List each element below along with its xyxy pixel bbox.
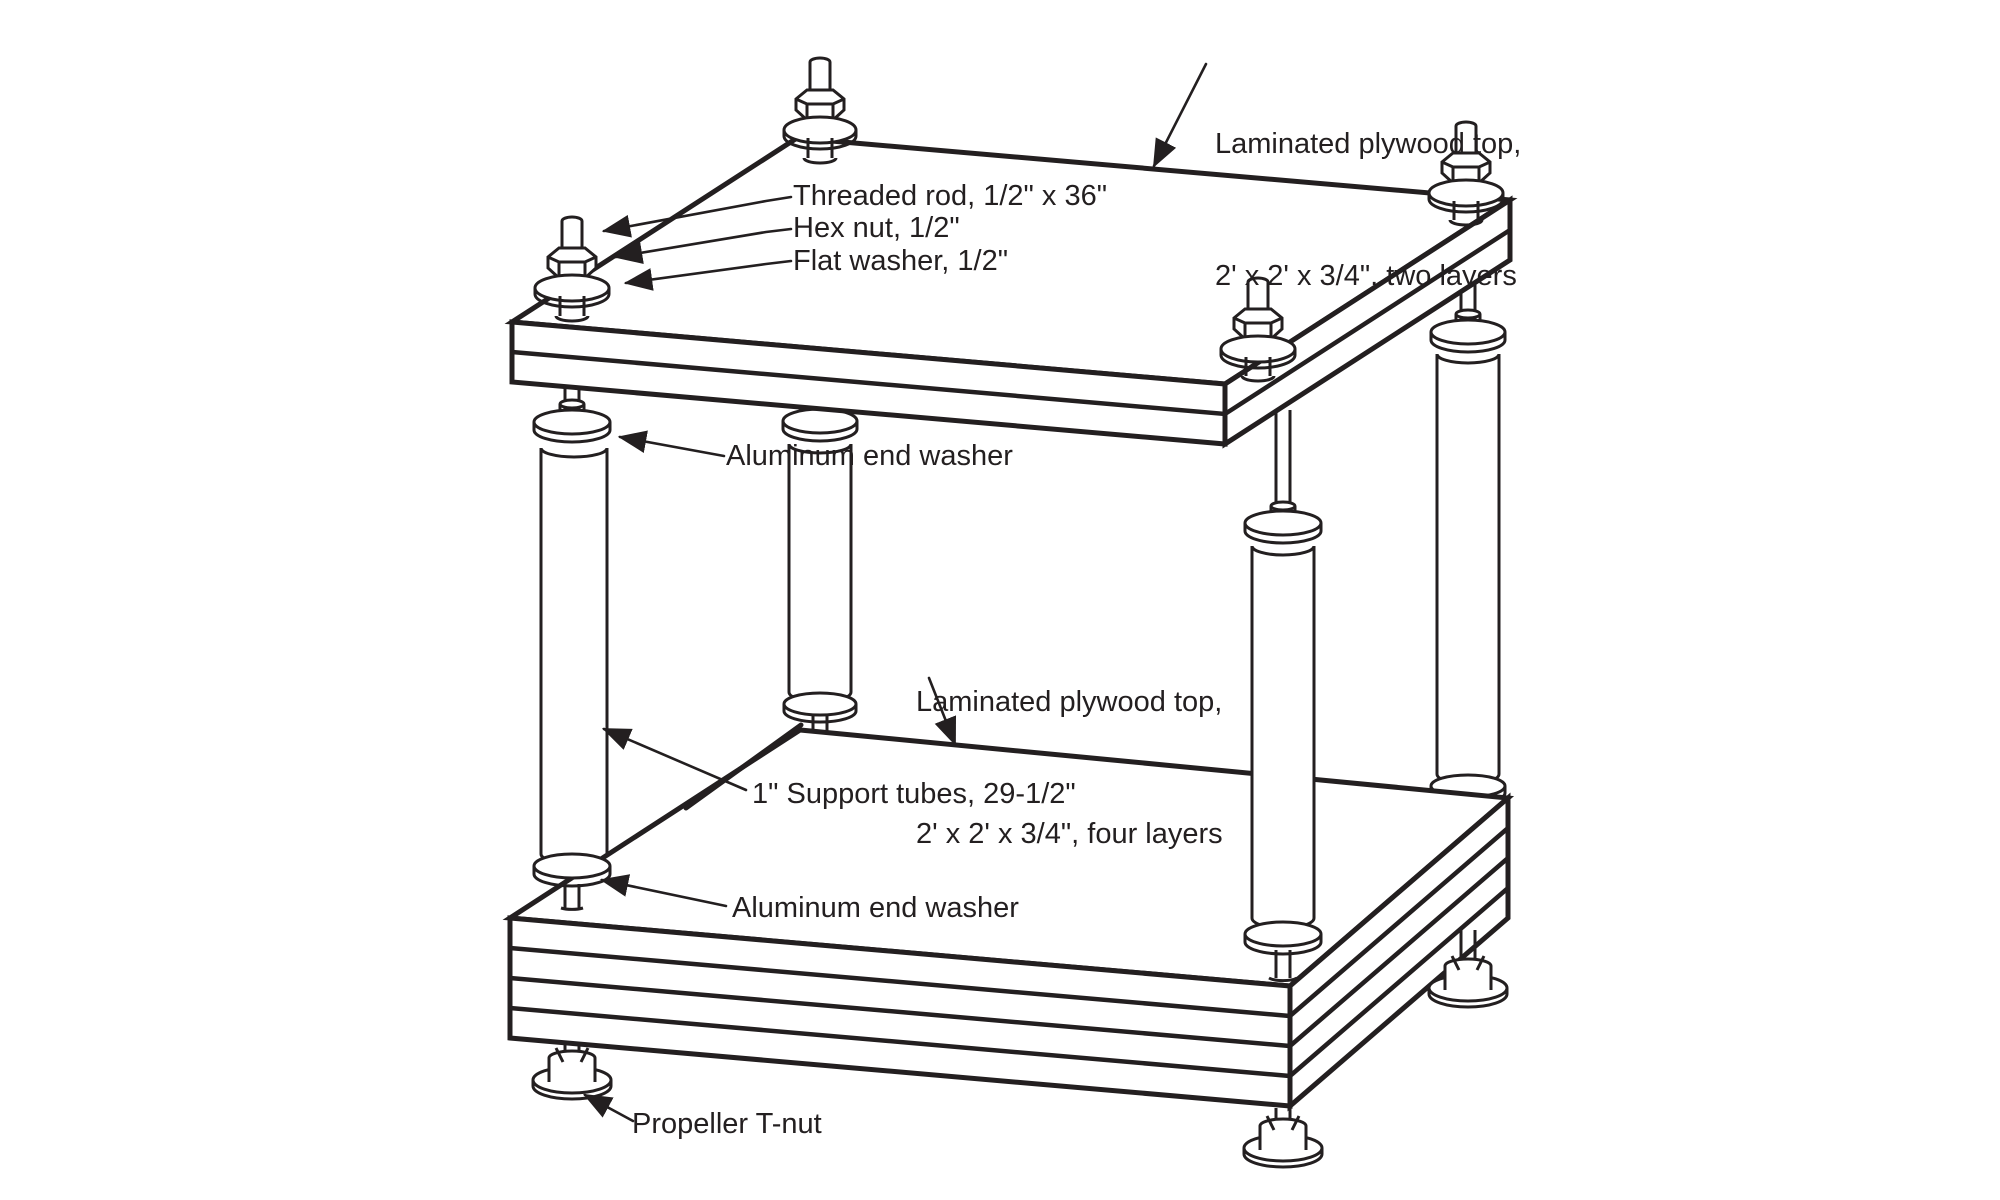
- leg-back: [781, 200, 859, 736]
- threaded-rod-stub-front: [1246, 276, 1270, 316]
- label-line: Laminated plywood top,: [916, 686, 1223, 718]
- flat-washer-right: [1427, 178, 1505, 214]
- leader-plywood-four-layers: [927, 676, 957, 747]
- flat-washer-front: [1219, 334, 1297, 370]
- threaded-rod-front-upper: [1274, 410, 1292, 504]
- aluminum-end-washer-front-bottom: [1243, 920, 1323, 956]
- threaded-rod-stub-back: [808, 56, 832, 97]
- label-line: 2' x 2' x 3/4", four layers: [916, 818, 1223, 850]
- threaded-rod-front-left-lower: [560, 884, 584, 911]
- label-hex-nut: Hex nut, 1/2": [793, 212, 960, 244]
- rod-assembly-front: [1219, 276, 1297, 383]
- leader-aluminum-end-washer-upper: [617, 430, 726, 458]
- rod-collar-left: [554, 296, 590, 323]
- propeller-t-nut-right: [1427, 930, 1509, 1009]
- label-aluminum-end-washer-upper: Aluminum end washer: [726, 440, 1013, 472]
- support-tube-front-left: [539, 447, 609, 866]
- leg-front-left-upper: [532, 386, 612, 866]
- label-flat-washer: Flat washer, 1/2": [793, 245, 1009, 277]
- label-line: Laminated plywood top,: [1215, 128, 1522, 160]
- t-nut-prongs: [1265, 1115, 1301, 1131]
- rod-assembly-left: [533, 215, 611, 323]
- propeller-t-nut-front: [1242, 1108, 1324, 1169]
- leader-flat-washer: [623, 259, 793, 291]
- aluminum-end-washer-front-top: [1243, 500, 1323, 545]
- hex-nut-back: [794, 88, 846, 122]
- threaded-rod-stub-left: [560, 215, 584, 256]
- leader-hex-nut: [613, 227, 793, 264]
- leader-plywood-two-layers: [1152, 62, 1208, 169]
- t-nut-barrel: [1443, 957, 1493, 990]
- label-line: 2' x 2' x 3/4", two layers: [1215, 260, 1517, 292]
- support-tube-front: [1250, 545, 1316, 930]
- leader-support-tubes-thick: [683, 722, 804, 811]
- t-nut-prongs: [554, 1047, 590, 1063]
- support-tube-back: [787, 443, 853, 704]
- leg-right: [1429, 262, 1507, 806]
- hex-nut-right: [1440, 151, 1492, 185]
- flat-washer-back: [782, 115, 858, 151]
- bottom-slab-layer-lines: [509, 826, 1510, 1079]
- label-plywood-two-layers: Laminated plywood top, 2' x 2' x 3/4", t…: [1215, 34, 1521, 342]
- leader-lines: [582, 62, 1208, 1123]
- t-nut-barrel: [1258, 1117, 1308, 1150]
- threaded-rod-front-lower: [1268, 950, 1298, 983]
- label-plywood-four-layers: Laminated plywood top, 2' x 2' x 3/4", f…: [916, 592, 1223, 900]
- propeller-t-nut-left: [531, 1042, 613, 1101]
- rod-tip: [1459, 930, 1477, 960]
- threaded-rod-stub-right: [1454, 120, 1478, 160]
- t-nut-barrel: [547, 1049, 597, 1082]
- rod-collar-front: [1240, 357, 1276, 383]
- label-aluminum-end-washer-lower: Aluminum end washer: [732, 892, 1019, 924]
- t-nut-prongs: [1450, 955, 1486, 971]
- hex-nut-left: [546, 246, 598, 280]
- aluminum-end-washer-front-left-top: [532, 398, 612, 444]
- aluminum-end-washer-back-top: [781, 407, 859, 443]
- leader-threaded-rod: [601, 195, 793, 238]
- hex-nut-front: [1232, 307, 1284, 341]
- top-slab-layer-lines: [511, 228, 1512, 417]
- rod-assembly-right: [1427, 120, 1505, 227]
- leg-front-left-lower: [531, 852, 613, 1101]
- leader-propeller-t-nut: [582, 1093, 635, 1123]
- label-threaded-rod: Threaded rod, 1/2" x 36": [793, 180, 1108, 212]
- rod-collar-right: [1448, 201, 1484, 227]
- label-support-tubes: 1" Support tubes, 29-1/2": [752, 778, 1076, 810]
- aluminum-end-washer-back-bottom: [782, 691, 858, 724]
- rod-collar-back: [802, 138, 838, 165]
- flat-washer-left: [533, 273, 611, 309]
- leg-front: [1242, 410, 1324, 1169]
- rod-assembly-back: [782, 56, 858, 165]
- leader-aluminum-end-washer-lower: [599, 874, 728, 908]
- support-tube-right: [1435, 353, 1501, 786]
- label-propeller-t-nut: Propeller T-nut: [632, 1108, 822, 1140]
- aluminum-end-washer-right-top: [1429, 308, 1507, 354]
